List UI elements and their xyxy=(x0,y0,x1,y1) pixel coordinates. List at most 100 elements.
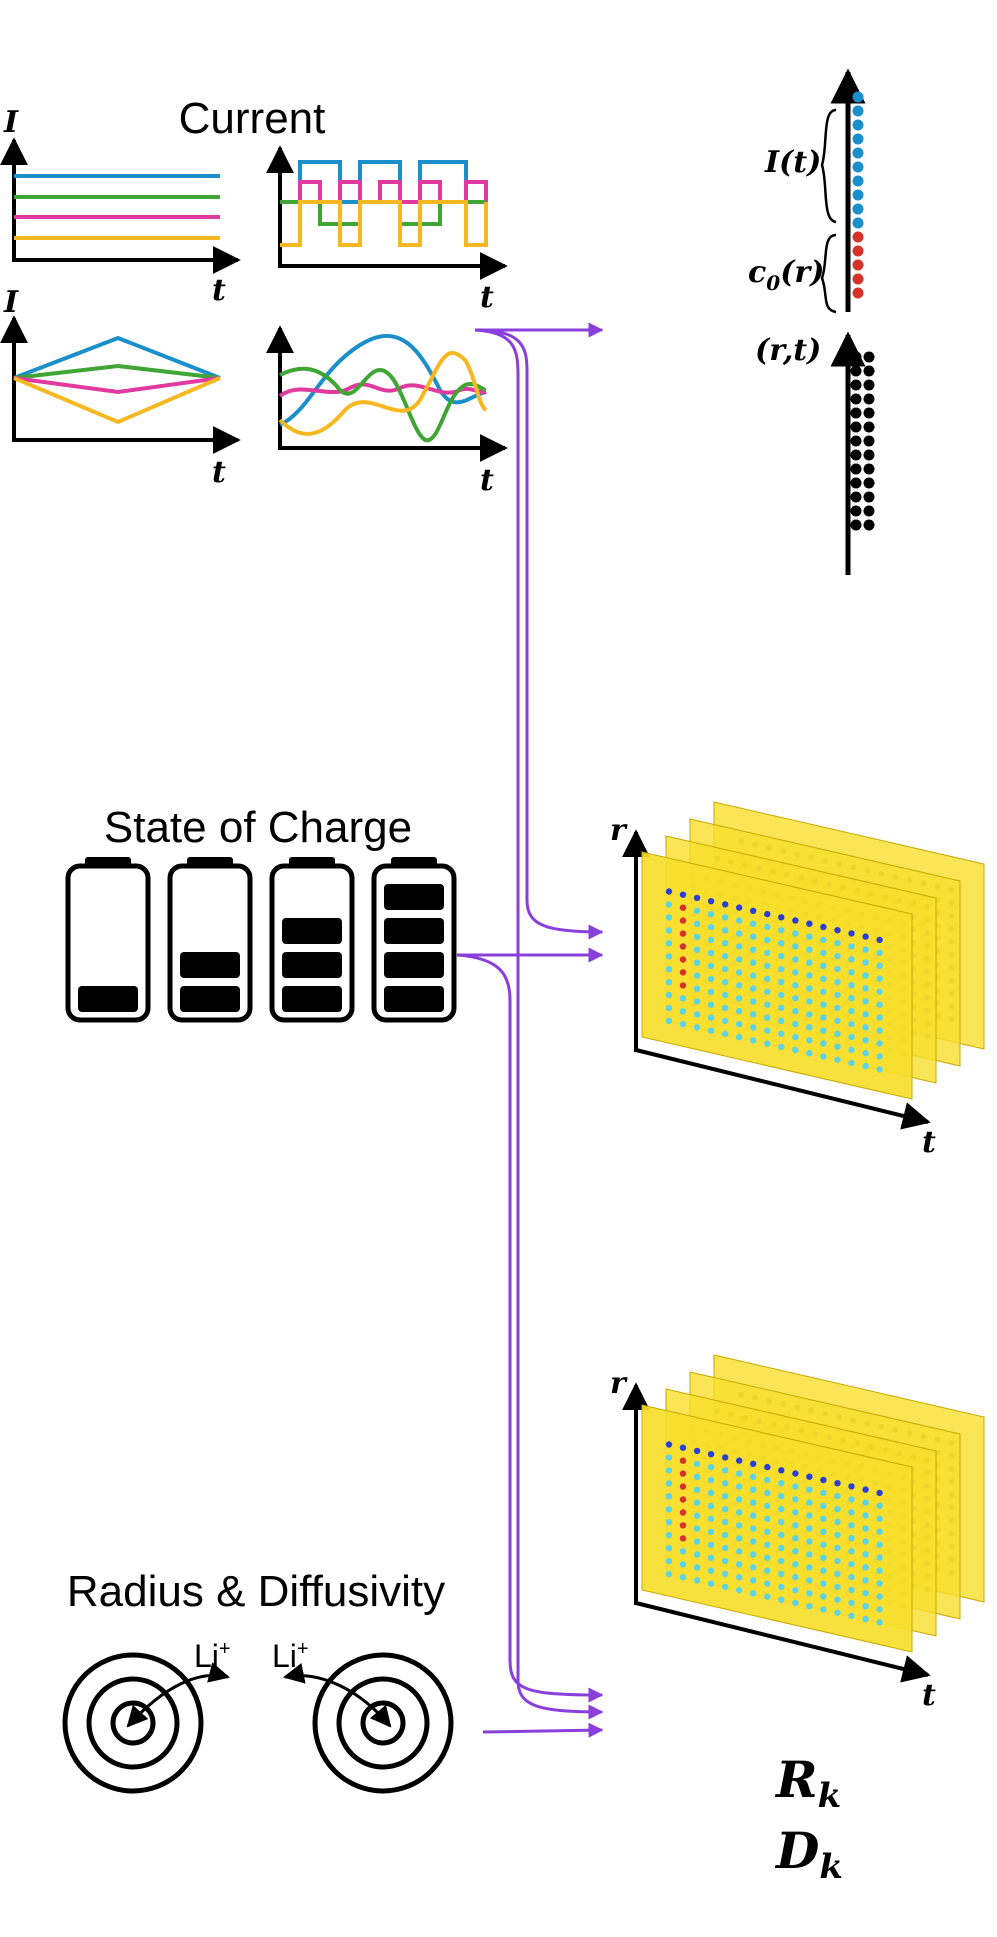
current-dot xyxy=(852,203,864,215)
grid-dot xyxy=(820,1528,827,1536)
current-title: Current xyxy=(179,94,326,143)
grid-dot xyxy=(679,891,687,898)
grid-dot xyxy=(679,1548,687,1555)
grid-dot xyxy=(750,959,757,966)
grid-dot xyxy=(778,1544,785,1552)
grid-dot xyxy=(750,1577,757,1584)
t-axis xyxy=(635,1601,931,1683)
grid-dot xyxy=(848,982,855,989)
grid-dot xyxy=(862,1050,869,1057)
grid-dot xyxy=(736,1522,743,1529)
grid-dot xyxy=(848,1483,855,1490)
grid-dot xyxy=(848,1548,855,1555)
grid-dot xyxy=(707,1451,715,1458)
grid-dot xyxy=(750,920,757,927)
grid-dot xyxy=(764,910,771,918)
grid-dot xyxy=(736,917,743,924)
series-line xyxy=(280,180,488,204)
grid-dot xyxy=(693,959,701,966)
grid-dot xyxy=(862,1590,869,1597)
grid-dot xyxy=(693,998,701,1005)
grid-dot xyxy=(707,1001,715,1008)
grid-dot xyxy=(736,995,743,1002)
charge-bar xyxy=(384,884,444,910)
grid-dot xyxy=(764,1040,771,1047)
coord-dot xyxy=(863,407,875,419)
grid-dot xyxy=(665,1441,673,1448)
grid-dot xyxy=(693,1499,701,1506)
grid-dot xyxy=(862,1615,869,1623)
grid-dot xyxy=(736,1509,743,1516)
series-line xyxy=(280,160,468,204)
series-line xyxy=(279,333,487,427)
grid-dot xyxy=(834,939,841,947)
grid-dot xyxy=(722,1004,729,1012)
grid-dot xyxy=(679,1483,687,1490)
arrow-current-to-stack xyxy=(474,328,604,940)
grid-dot xyxy=(679,995,687,1002)
grid-dot xyxy=(834,978,841,986)
grid-dot xyxy=(665,1570,673,1578)
coord-dot xyxy=(850,463,862,475)
grid-dot xyxy=(707,1463,715,1471)
grid-dot xyxy=(792,1522,799,1529)
battery-icon xyxy=(167,857,253,1023)
grid-dot xyxy=(707,1489,715,1497)
grid-dot xyxy=(820,1502,827,1510)
grid-dot xyxy=(736,1561,743,1568)
grid-dot xyxy=(792,956,799,963)
diffusion-arrow xyxy=(282,1663,392,1728)
grid-dot xyxy=(736,904,743,911)
series-line xyxy=(279,366,487,443)
grid-dot xyxy=(834,952,841,960)
grid-dot xyxy=(806,972,813,979)
grid-dot xyxy=(665,940,673,947)
current-plot-square: t xyxy=(266,145,508,315)
axis-label-t: t xyxy=(480,280,494,315)
grid-dot xyxy=(736,1483,743,1490)
output-diffusivity-label: Dk xyxy=(774,1821,843,1887)
grid-dot xyxy=(876,1489,883,1497)
axis-label-t: t xyxy=(922,1678,936,1713)
grid-dot xyxy=(722,1544,729,1552)
current-plot-triangle: I t xyxy=(0,285,241,490)
grid-dot xyxy=(876,1619,883,1626)
grid-dot xyxy=(862,959,869,966)
series-line xyxy=(13,376,221,425)
grid-dot xyxy=(693,920,701,927)
grid-dot xyxy=(834,1505,841,1513)
charge-bar xyxy=(384,918,444,944)
radius-panel: Radius & Diffusivity Li+ Li+ xyxy=(62,1567,454,1794)
grid-dot xyxy=(679,1496,687,1503)
grid-dot xyxy=(806,1037,813,1044)
grid-dot xyxy=(764,1580,771,1587)
grid-dot xyxy=(820,1040,827,1047)
battery-group xyxy=(65,857,457,1023)
grid-dot xyxy=(722,978,729,986)
grid-dot xyxy=(707,1014,715,1021)
current-dot xyxy=(852,189,864,201)
grid-dot xyxy=(806,946,813,953)
grid-dot xyxy=(862,1564,869,1571)
grid-dot xyxy=(876,1014,883,1021)
grid-dot xyxy=(848,1509,855,1516)
grid-dot xyxy=(876,975,883,982)
grid-dot xyxy=(722,1467,729,1474)
grid-dot xyxy=(806,1011,813,1018)
grid-dot xyxy=(750,985,757,992)
grid-dot xyxy=(820,1014,827,1021)
grid-dot xyxy=(736,1496,743,1503)
grid-dot xyxy=(834,1609,841,1616)
grid-dot xyxy=(876,1001,883,1008)
grid-dot xyxy=(806,1538,813,1545)
grid-dot xyxy=(806,1473,813,1480)
current-plot-smooth: t xyxy=(266,325,508,498)
grid-dot xyxy=(679,1561,687,1568)
grid-dot xyxy=(722,1518,729,1526)
grid-dot xyxy=(693,1447,701,1455)
grid-dot xyxy=(750,1551,757,1558)
grid-dot xyxy=(792,1496,799,1503)
series-line xyxy=(278,351,488,436)
grid-dot xyxy=(665,979,673,986)
grid-dot xyxy=(764,975,771,982)
